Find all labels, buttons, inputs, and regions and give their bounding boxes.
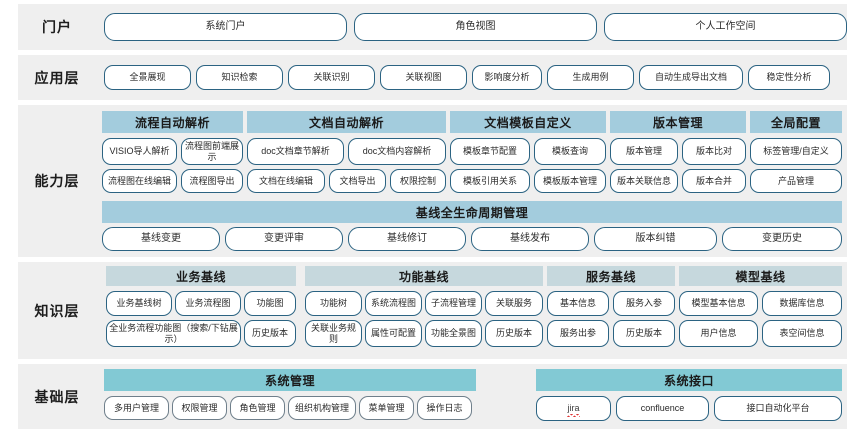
knowledge-3-row1-0[interactable]: 模型基本信息 [679,291,758,316]
portal-item-0[interactable]: 系统门户 [104,13,347,41]
capability-lifecycle-item-2[interactable]: 基线修订 [348,227,466,251]
layer-application: 应用层 全景展现 知识检索 关联识别 关联视图 影响度分析 生成用例 自动生成导… [18,55,847,100]
capability-3-row2-1[interactable]: 版本合并 [682,169,746,193]
layer-label-foundation: 基础层 [34,388,80,405]
capability-lifecycle-title: 基线全生命周期管理 [102,201,842,223]
knowledge-0-row2-0[interactable]: 全业务流程功能图（搜索/下钻展示） [106,320,241,347]
application-item-4[interactable]: 影响度分析 [472,65,542,90]
capability-0-row2-1[interactable]: 流程图导出 [181,169,243,193]
layer-label-capability: 能力层 [34,173,80,189]
foundation-group-title-1: 系统接口 [536,369,842,391]
knowledge-group-title-3: 模型基线 [679,266,842,286]
knowledge-1-row1-3[interactable]: 关联服务 [485,291,543,316]
knowledge-group-title-1: 功能基线 [305,266,543,286]
capability-2-row2-0[interactable]: 模板引用关系 [450,169,530,193]
knowledge-0-row1-0[interactable]: 业务基线树 [106,291,172,316]
capability-2-row2-1[interactable]: 模板版本管理 [534,169,606,193]
capability-1-row1-0[interactable]: doc文档章节解析 [247,138,344,165]
layer-body-capability: 流程自动解析 文档自动解析 文档模板自定义 版本管理 全局配置 VISIO导人解… [96,105,847,257]
foundation-0-item-0[interactable]: 多用户管理 [104,396,169,420]
portal-item-2[interactable]: 个人工作空间 [604,13,847,41]
knowledge-group-title-2: 服务基线 [547,266,675,286]
layer-body-foundation: 系统管理 系统接口 多用户管理 权限管理 角色管理 组织机构管理 菜单管理 操作… [96,364,847,429]
capability-1-row2-1[interactable]: 文档导出 [329,169,386,193]
capability-2-row1-0[interactable]: 模板章节配置 [450,138,530,165]
capability-0-row2-0[interactable]: 流程图在线编辑 [102,169,177,193]
layer-body-portal: 系统门户 角色视图 个人工作空间 [96,4,847,50]
knowledge-0-row1-1[interactable]: 业务流程图 [175,291,241,316]
knowledge-0-row2-1[interactable]: 历史版本 [244,320,296,347]
capability-lifecycle-item-1[interactable]: 变更评审 [225,227,343,251]
capability-lifecycle-item-0[interactable]: 基线变更 [102,227,220,251]
layer-body-application: 全景展现 知识检索 关联识别 关联视图 影响度分析 生成用例 自动生成导出文档 … [96,55,847,100]
capability-lifecycle-item-5[interactable]: 变更历史 [722,227,842,251]
foundation-0-item-1[interactable]: 权限管理 [172,396,227,420]
foundation-0-item-4[interactable]: 菜单管理 [359,396,414,420]
capability-group-title-0: 流程自动解析 [102,111,243,133]
knowledge-3-row2-1[interactable]: 表空间信息 [762,320,842,347]
layer-body-knowledge: 业务基线 功能基线 服务基线 模型基线 业务基线树 业务流程图 功能图 全业务流… [96,262,847,359]
foundation-1-item-0[interactable]: jira [536,396,611,421]
application-item-5[interactable]: 生成用例 [547,65,634,90]
capability-3-row2-0[interactable]: 版本关联信息 [610,169,678,193]
foundation-1-item-2[interactable]: 接口自动化平台 [714,396,842,421]
capability-1-row1-1[interactable]: doc文档内容解析 [348,138,446,165]
knowledge-1-row2-3[interactable]: 历史版本 [485,320,543,347]
capability-group-title-2: 文档模板自定义 [450,111,606,133]
portal-item-1[interactable]: 角色视图 [354,13,597,41]
knowledge-1-row1-2[interactable]: 子流程管理 [425,291,482,316]
capability-lifecycle-item-3[interactable]: 基线发布 [471,227,589,251]
capability-0-row1-0[interactable]: VISIO导人解析 [102,138,177,165]
capability-3-row1-0[interactable]: 版本管理 [610,138,678,165]
knowledge-0-row1-2[interactable]: 功能图 [244,291,296,316]
knowledge-1-row2-1[interactable]: 属性可配置 [365,320,422,347]
knowledge-3-row1-1[interactable]: 数据库信息 [762,291,842,316]
foundation-0-item-3[interactable]: 组织机构管理 [288,396,356,420]
layer-label-application: 应用层 [34,69,80,86]
knowledge-3-row2-0[interactable]: 用户信息 [679,320,758,347]
knowledge-2-row1-0[interactable]: 基本信息 [547,291,609,316]
application-item-3[interactable]: 关联视图 [380,65,467,90]
foundation-1-item-1[interactable]: confluence [616,396,709,421]
layer-portal: 门户 系统门户 角色视图 个人工作空间 [18,4,847,50]
layer-knowledge: 知识层 业务基线 功能基线 服务基线 模型基线 业务基线树 业务流程图 功能图 … [18,262,847,359]
capability-group-title-3: 版本管理 [610,111,746,133]
capability-group-title-1: 文档自动解析 [247,111,446,133]
capability-1-row2-2[interactable]: 权限控制 [390,169,446,193]
capability-lifecycle-item-4[interactable]: 版本纠错 [594,227,717,251]
capability-group-title-4: 全局配置 [750,111,842,133]
application-item-6[interactable]: 自动生成导出文档 [639,65,743,90]
foundation-group-title-0: 系统管理 [104,369,476,391]
application-item-0[interactable]: 全景展现 [104,65,191,90]
knowledge-2-row2-0[interactable]: 服务出参 [547,320,609,347]
knowledge-1-row2-2[interactable]: 功能全景图 [425,320,482,347]
foundation-0-item-2[interactable]: 角色管理 [230,396,285,420]
knowledge-1-row2-0[interactable]: 关联业务规则 [305,320,362,347]
capability-2-row1-1[interactable]: 模板查询 [534,138,606,165]
application-item-2[interactable]: 关联识别 [288,65,375,90]
capability-4-row2-0[interactable]: 产品管理 [750,169,842,193]
foundation-0-item-5[interactable]: 操作日志 [417,396,472,420]
knowledge-1-row1-0[interactable]: 功能树 [305,291,362,316]
capability-3-row1-1[interactable]: 版本比对 [682,138,746,165]
application-item-1[interactable]: 知识检索 [196,65,283,90]
capability-0-row1-1[interactable]: 流程图前端展示 [181,138,243,165]
capability-1-row2-0[interactable]: 文档在线编辑 [247,169,325,193]
knowledge-group-title-0: 业务基线 [106,266,296,286]
knowledge-2-row1-1[interactable]: 服务入参 [613,291,675,316]
capability-4-row1-0[interactable]: 标签管理/自定义 [750,138,842,165]
knowledge-1-row1-1[interactable]: 系统流程图 [365,291,422,316]
layer-label-knowledge: 知识层 [34,302,80,319]
knowledge-2-row2-1[interactable]: 历史版本 [613,320,675,347]
layer-label-portal: 门户 [42,19,72,35]
jira-label: jira [567,403,580,417]
layer-capability: 能力层 流程自动解析 文档自动解析 文档模板自定义 版本管理 全局配置 VISI… [18,105,847,257]
layer-foundation: 基础层 系统管理 系统接口 多用户管理 权限管理 角色管理 组织机构管理 菜单管… [18,364,847,429]
application-item-7[interactable]: 稳定性分析 [748,65,830,90]
